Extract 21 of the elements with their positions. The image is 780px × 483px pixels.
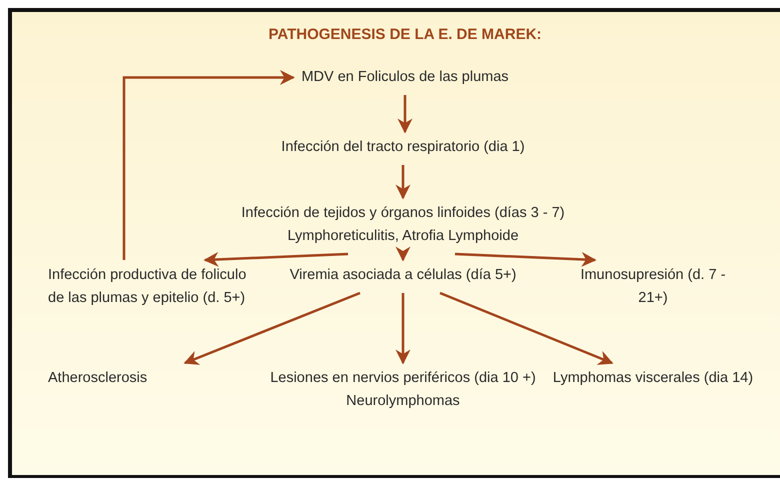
arrow — [204, 252, 348, 267]
step-text: Neurolymphomas — [345, 392, 461, 411]
step-text: Infección del tracto respiratorio (dia 1) — [281, 138, 525, 157]
step-text: MDV en Foliculos de las plumas — [301, 68, 509, 87]
step-text: Viremia asociada a células (día 5+) — [290, 266, 516, 285]
arrow — [396, 293, 410, 364]
arrow — [440, 292, 614, 365]
step-text: Infección productiva de foliculo de las plumas y epitelio (d. 5+) — [48, 266, 248, 308]
step-text: Lymphoreticulitis, Atrofia Lymphoide — [286, 227, 520, 246]
step-text: Lesiones en nervios periféricos (dia 10 +) — [270, 369, 536, 388]
step-text: Atherosclerosis — [48, 369, 148, 388]
step-text: Lymphomas viscerales (dia 14) — [552, 369, 754, 388]
arrow — [396, 165, 410, 200]
arrow — [396, 246, 410, 262]
arrow — [122, 70, 295, 260]
arrow — [454, 252, 596, 267]
step-text: Infección de tejidos y órganos linfoides (días 3 - 7) — [241, 204, 565, 223]
arrow — [398, 95, 412, 134]
step-text: Imunosupresión (d. 7 - 21+) — [579, 266, 727, 308]
title: PATHOGENESIS DE LA E. DE MAREK: — [268, 25, 542, 45]
arrow — [184, 292, 360, 365]
